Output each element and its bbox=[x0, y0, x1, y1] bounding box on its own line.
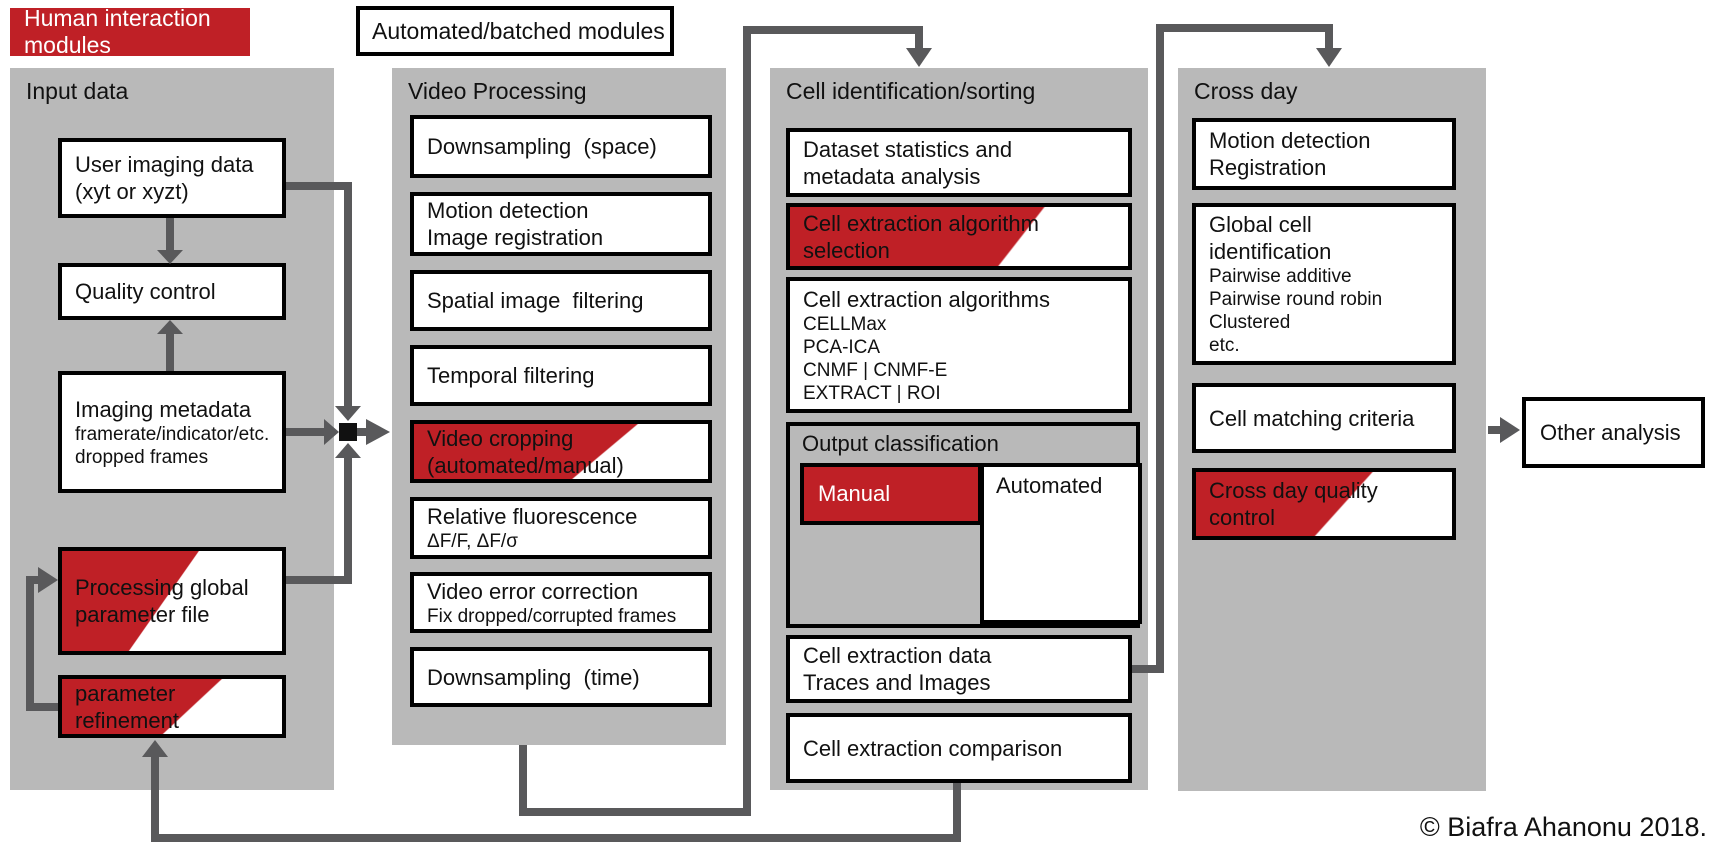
box-temporal-filtering: Temporal filtering bbox=[410, 345, 712, 406]
box-crossday-motion-line2: Registration bbox=[1209, 155, 1327, 180]
box-global-cell-id-line2: identification bbox=[1209, 239, 1332, 264]
box-downsampling-space-line1: Downsampling (space) bbox=[427, 134, 657, 159]
box-global-cell-id-sub2: Pairwise round robin bbox=[1209, 289, 1383, 310]
box-algorithm-selection-line1: Cell extraction algorithm bbox=[803, 210, 1039, 236]
box-parameter-refinement-line2: refinement bbox=[75, 707, 179, 733]
arrowhead-down-junction bbox=[335, 406, 361, 421]
box-cell-matching-criteria: Cell matching criteria bbox=[1192, 383, 1456, 453]
legend-automated-batched: Automated/batched modules bbox=[356, 6, 674, 56]
box-quality-control: Quality control bbox=[58, 263, 286, 320]
box-relative-fluorescence-sub1: ΔF/F, ΔF/σ bbox=[427, 531, 518, 552]
box-cell-extraction-comparison: Cell extraction comparison bbox=[786, 713, 1132, 783]
box-video-error-correction: Video error correction Fix dropped/corru… bbox=[410, 572, 712, 633]
box-algorithms-sub4: EXTRACT | ROI bbox=[803, 382, 941, 404]
column-input-data-title: Input data bbox=[26, 78, 129, 104]
box-cell-extraction-data-line2: Traces and Images bbox=[803, 670, 991, 695]
box-algorithms-sub1: CELLMax bbox=[803, 313, 887, 335]
box-downsampling-space: Downsampling (space) bbox=[410, 115, 712, 178]
column-cell-identification-title: Cell identification/sorting bbox=[786, 78, 1036, 104]
box-cell-extraction-data-line1: Cell extraction data bbox=[803, 643, 992, 668]
copyright-text: © Biafra Ahanonu 2018. bbox=[1419, 812, 1707, 842]
column-cross-day-title: Cross day bbox=[1194, 78, 1298, 104]
box-crossday-motion-line1: Motion detection bbox=[1209, 128, 1371, 153]
box-processing-global-parameter-file: Processing global parameter file bbox=[58, 547, 286, 655]
box-algorithms-sub3: CNMF | CNMF-E bbox=[803, 359, 948, 381]
box-output-classification: Output classification Manual Automated bbox=[786, 422, 1142, 628]
box-global-cell-id-line1: Global cell bbox=[1209, 212, 1312, 237]
box-video-error-correction-sub1: Fix dropped/corrupted frames bbox=[427, 605, 677, 627]
box-downsampling-time-line1: Downsampling (time) bbox=[427, 664, 640, 690]
box-dataset-statistics-line2: metadata analysis bbox=[803, 163, 981, 189]
box-manual-label: Manual bbox=[818, 481, 891, 506]
arrowhead-down-crossday bbox=[1316, 48, 1342, 67]
box-relative-fluorescence: Relative fluorescence ΔF/F, ΔF/σ bbox=[410, 497, 712, 559]
box-video-cropping: Video cropping (automated/manual) bbox=[410, 420, 712, 483]
column-video-processing-title: Video Processing bbox=[408, 78, 587, 104]
box-other-analysis: Other analysis bbox=[1522, 397, 1705, 468]
box-spatial-image-filtering: Spatial image filtering bbox=[410, 270, 712, 331]
box-video-cropping-line2: (automated/manual) bbox=[427, 452, 624, 478]
arrowhead-down-cellid bbox=[906, 48, 932, 67]
legend-human-interaction-label: Human interaction modules bbox=[24, 5, 211, 58]
box-algorithms-sub2: PCA-ICA bbox=[803, 336, 881, 358]
box-crossday-quality-line1: Cross day quality bbox=[1209, 478, 1378, 503]
box-global-cell-identification: Global cell identification Pairwise addi… bbox=[1192, 203, 1456, 365]
box-global-cell-id-sub1: Pairwise additive bbox=[1209, 266, 1352, 287]
box-processing-global-line2: parameter file bbox=[75, 602, 210, 627]
box-algorithms-line1: Cell extraction algorithms bbox=[803, 286, 1050, 312]
box-automated: Automated bbox=[980, 463, 1142, 624]
box-automated-label: Automated bbox=[996, 473, 1103, 498]
box-user-imaging-data-line1: User imaging data bbox=[75, 152, 254, 177]
box-imaging-metadata-line1: Imaging metadata bbox=[75, 396, 252, 422]
box-user-imaging-data-line2: (xyt or xyzt) bbox=[75, 179, 189, 204]
box-global-cell-id-sub3: Clustered bbox=[1209, 312, 1291, 333]
box-dataset-statistics: Dataset statistics and metadata analysis bbox=[786, 128, 1132, 197]
box-cell-extraction-algorithms: Cell extraction algorithms CELLMax PCA-I… bbox=[786, 277, 1132, 413]
arrowhead-right-videoprocessing bbox=[366, 419, 390, 445]
box-quality-control-line1: Quality control bbox=[75, 279, 216, 304]
arrowhead-up-junction bbox=[335, 443, 361, 458]
box-downsampling-time: Downsampling (time) bbox=[410, 647, 712, 707]
box-video-error-correction-line1: Video error correction bbox=[427, 578, 639, 604]
box-cross-day-quality-control: Cross day quality control bbox=[1192, 468, 1456, 540]
box-cell-matching-line1: Cell matching criteria bbox=[1209, 405, 1415, 431]
box-cell-extraction-algorithm-selection: Cell extraction algorithm selection bbox=[786, 203, 1132, 270]
box-cell-extraction-comparison-line1: Cell extraction comparison bbox=[803, 735, 1063, 761]
box-imaging-metadata: Imaging metadata framerate/indicator/etc… bbox=[58, 371, 286, 493]
box-motion-detection-registration: Motion detection Image registration bbox=[410, 192, 712, 256]
legend-human-interaction: Human interaction modules bbox=[10, 5, 250, 58]
arrowhead-right-otheranalysis bbox=[1500, 417, 1520, 443]
box-cell-extraction-data: Cell extraction data Traces and Images bbox=[786, 635, 1132, 703]
box-crossday-quality-line2: control bbox=[1209, 505, 1276, 530]
box-video-cropping-line1: Video cropping bbox=[427, 425, 574, 451]
box-imaging-metadata-sub1: framerate/indicator/etc. bbox=[75, 423, 270, 445]
box-imaging-metadata-sub2: dropped frames bbox=[75, 446, 209, 468]
junction-node bbox=[339, 423, 357, 441]
box-other-analysis-label: Other analysis bbox=[1540, 419, 1681, 445]
box-temporal-filtering-line1: Temporal filtering bbox=[427, 363, 595, 388]
box-parameter-refinement-line1: parameter bbox=[75, 680, 176, 706]
box-spatial-image-filtering-line1: Spatial image filtering bbox=[427, 288, 644, 313]
box-dataset-statistics-line1: Dataset statistics and bbox=[803, 136, 1013, 162]
box-manual: Manual bbox=[800, 463, 982, 525]
box-relative-fluorescence-line1: Relative fluorescence bbox=[427, 504, 638, 529]
box-user-imaging-data: User imaging data (xyt or xyzt) bbox=[58, 138, 286, 218]
box-motion-detection-line1: Motion detection bbox=[427, 198, 589, 223]
box-processing-global-line1: Processing global bbox=[75, 575, 249, 600]
box-crossday-motion-detection: Motion detection Registration bbox=[1192, 118, 1456, 190]
box-parameter-refinement: parameter refinement bbox=[58, 675, 286, 738]
legend-automated-batched-label: Automated/batched modules bbox=[372, 17, 665, 44]
box-output-classification-title: Output classification bbox=[802, 431, 999, 456]
box-global-cell-id-sub4: etc. bbox=[1209, 335, 1240, 356]
box-motion-detection-line2: Image registration bbox=[427, 225, 604, 250]
box-algorithm-selection-line2: selection bbox=[803, 237, 890, 263]
